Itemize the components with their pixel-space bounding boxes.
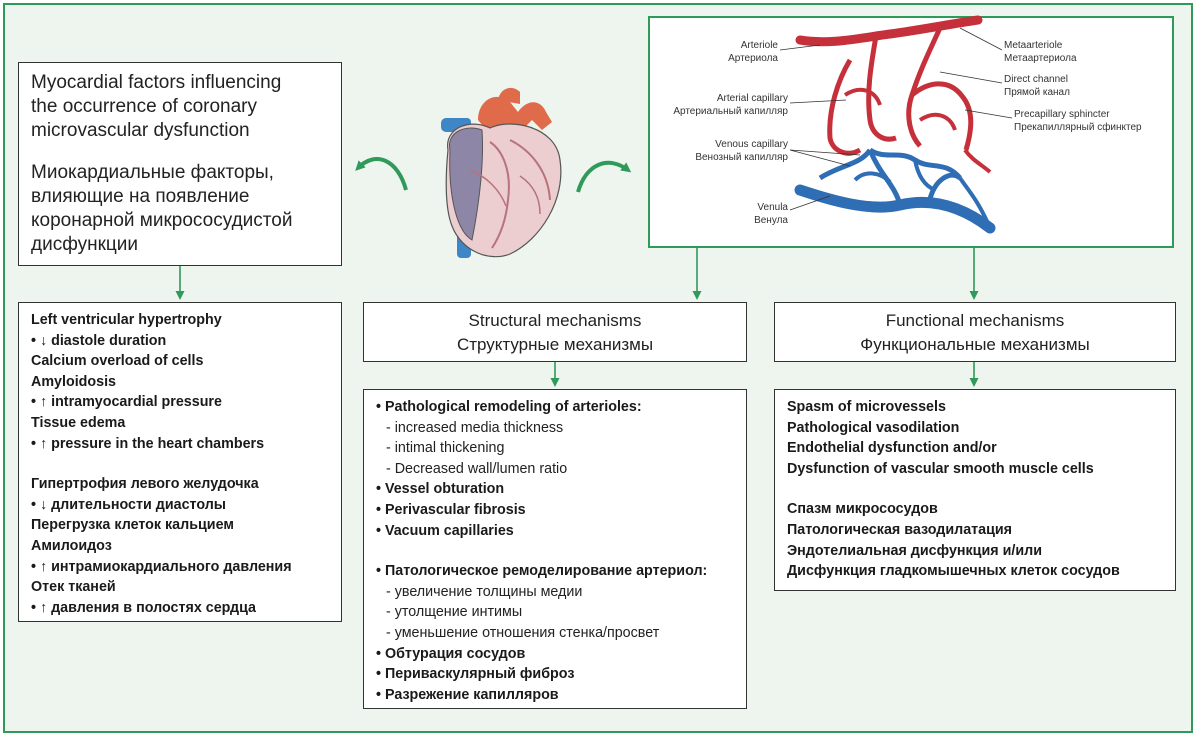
structural-title-en: Structural mechanisms bbox=[468, 311, 642, 330]
title-ru-line-3: коронарной микрососудистой bbox=[31, 210, 293, 231]
factor-en-5: • ↑ intramyocardial pressure bbox=[31, 394, 222, 411]
label-precapillary-sphincter-ru: Прекапиллярный сфинктер bbox=[1014, 121, 1142, 133]
factor-ru-3: Перегрузка клеток кальцием bbox=[31, 517, 234, 534]
structural-en-3: - intimal thickening bbox=[386, 440, 505, 457]
functional-en-1: Spasm of microvessels bbox=[787, 399, 946, 415]
functional-mechanisms-title: Functional mechanisms Функциональные мех… bbox=[774, 302, 1176, 362]
curved-arrow-right bbox=[576, 160, 632, 193]
structural-en-5: • Vessel obturation bbox=[376, 481, 505, 498]
factor-en-2: • ↓ diastole duration bbox=[31, 332, 167, 349]
title-ru-line-1: Миокардиальные факторы, bbox=[31, 162, 274, 183]
label-venous-capillary-en: Venous capillary bbox=[715, 139, 788, 150]
title-en-line-3: microvascular dysfunction bbox=[31, 120, 250, 141]
functional-mechanisms-list: Spasm of microvessels Pathological vasod… bbox=[774, 389, 1176, 591]
functional-en-4: Dysfunction of vascular smooth muscle ce… bbox=[787, 460, 1094, 477]
title-ru-line-4: дисфункции bbox=[31, 234, 139, 255]
structural-ru-5: • Обтурация сосудов bbox=[376, 645, 526, 662]
heart-icon bbox=[441, 87, 562, 258]
title-ru-line-2: влияющие на появление bbox=[31, 186, 250, 207]
structural-en-1: • Pathological remodeling of arterioles: bbox=[376, 399, 642, 415]
factor-ru-4: Амилоидоз bbox=[31, 537, 112, 554]
factor-ru-2: • ↓ длительности диастолы bbox=[31, 496, 227, 513]
factor-en-6: Tissue edema bbox=[31, 414, 126, 431]
label-arterial-capillary-en: Arterial capillary bbox=[717, 93, 788, 104]
label-venula-ru: Венула bbox=[754, 215, 788, 226]
label-direct-channel-ru: Прямой канал bbox=[1004, 87, 1070, 98]
structural-title-ru: Структурные механизмы bbox=[456, 335, 654, 354]
label-metaarteriole-ru: Метаартериола bbox=[1004, 53, 1077, 64]
structural-ru-1: • Патологическое ремоделирование артерио… bbox=[376, 563, 708, 580]
functional-title-ru: Функциональные механизмы bbox=[860, 335, 1090, 354]
structural-ru-2: - увеличение толщины медии bbox=[386, 583, 583, 600]
factor-ru-7: • ↑ давления в полостях сердца bbox=[31, 599, 257, 616]
label-arteriole-ru: Артериола bbox=[728, 53, 778, 64]
myocardial-factors-list: Left ventricular hypertrophy • ↓ diastol… bbox=[18, 302, 342, 622]
functional-ru-2: Патологическая вазодилатация bbox=[787, 521, 1013, 538]
structural-mechanisms-list: • Pathological remodeling of arterioles:… bbox=[363, 389, 747, 709]
functional-en-3: Endothelial dysfunction and/or bbox=[787, 440, 997, 457]
structural-ru-3: - утолщение интимы bbox=[386, 604, 523, 621]
factor-ru-6: Отек тканей bbox=[31, 579, 116, 596]
structural-en-7: • Vacuum capillaries bbox=[376, 522, 514, 539]
functional-ru-1: Спазм микрососудов bbox=[787, 501, 938, 518]
factor-en-3: Calcium overload of cells bbox=[31, 353, 204, 370]
structural-en-2: - increased media thickness bbox=[386, 419, 564, 436]
functional-ru-4: Дисфункция гладкомышечных клеток сосудов bbox=[787, 563, 1120, 580]
factor-ru-5: • ↑ интрамиокардиального давления bbox=[31, 558, 292, 575]
factor-ru-1: Гипертрофия левого желудочка bbox=[31, 476, 259, 493]
structural-en-4: - Decreased wall/lumen ratio bbox=[386, 460, 568, 477]
factor-en-7: • ↑ pressure in the heart chambers bbox=[31, 435, 265, 452]
functional-en-2: Pathological vasodilation bbox=[787, 419, 960, 436]
factor-en-4: Amyloidosis bbox=[31, 373, 117, 390]
title-en-line-2: the occurrence of coronary bbox=[31, 96, 258, 117]
structural-ru-7: • Разрежение капилляров bbox=[376, 686, 559, 703]
label-precapillary-sphincter-en: Precapillary sphincter bbox=[1014, 109, 1110, 120]
title-en-line-1: Myocardial factors influencing bbox=[31, 72, 282, 93]
functional-ru-3: Эндотелиальная дисфункция и/или bbox=[787, 542, 1042, 559]
factor-en-1: Left ventricular hypertrophy bbox=[31, 312, 222, 328]
curved-arrow-left bbox=[355, 157, 408, 191]
structural-ru-6: • Периваскулярный фиброз bbox=[376, 666, 575, 683]
structural-ru-4: - уменьшение отношения стенка/просвет bbox=[386, 624, 660, 641]
label-direct-channel-en: Direct channel bbox=[1004, 74, 1068, 85]
myocardial-factors-title-box: Myocardial factors influencing the occur… bbox=[18, 62, 342, 266]
structural-mechanisms-title: Structural mechanisms Структурные механи… bbox=[363, 302, 747, 362]
label-arteriole-en: Arteriole bbox=[741, 40, 779, 51]
label-arterial-capillary-ru: Артериальный капилляр bbox=[673, 106, 788, 117]
label-metaarteriole-en: Metaarteriole bbox=[1004, 40, 1063, 51]
label-venous-capillary-ru: Венозный капилляр bbox=[695, 152, 788, 163]
structural-en-6: • Perivascular fibrosis bbox=[376, 501, 526, 518]
label-venula-en: Venula bbox=[757, 202, 788, 213]
functional-title-en: Functional mechanisms bbox=[885, 311, 1065, 330]
microvasculature-illustration: Arteriole Артериола Metaarteriole Метаар… bbox=[673, 15, 1142, 234]
